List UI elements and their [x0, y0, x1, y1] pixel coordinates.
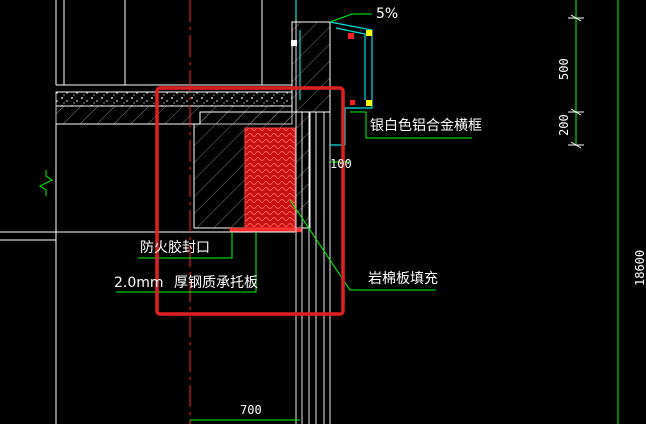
dim-200-label: 200	[557, 114, 571, 136]
rock-wool-label: 岩棉板填充	[368, 270, 438, 287]
dim-100-label: 100	[330, 157, 352, 171]
rock-wool-fill	[244, 127, 296, 229]
break-symbol	[39, 170, 53, 196]
dim-500-label: 500	[557, 58, 571, 80]
upper-frames	[55, 0, 292, 86]
slope-label: 5%	[376, 6, 398, 22]
dim-18600-label: 18600	[633, 250, 646, 286]
plate-thickness-label: 2.0mm	[114, 275, 164, 291]
upper-wall	[291, 21, 331, 113]
sealant-label: 防火胶封口	[140, 239, 210, 256]
curtain-wall-mullions	[295, 0, 331, 424]
profile-markers	[291, 30, 372, 106]
right-dimensions	[568, 0, 619, 424]
highlight-box	[155, 86, 345, 316]
lower-wall	[0, 124, 295, 424]
steel-plate-label: 厚钢质承托板	[174, 275, 258, 291]
dim-700-label: 700	[240, 403, 262, 417]
silver-frame-label: 银白色铝合金横框	[370, 117, 482, 134]
leader-lines	[116, 13, 472, 293]
steel-plate	[229, 227, 303, 233]
